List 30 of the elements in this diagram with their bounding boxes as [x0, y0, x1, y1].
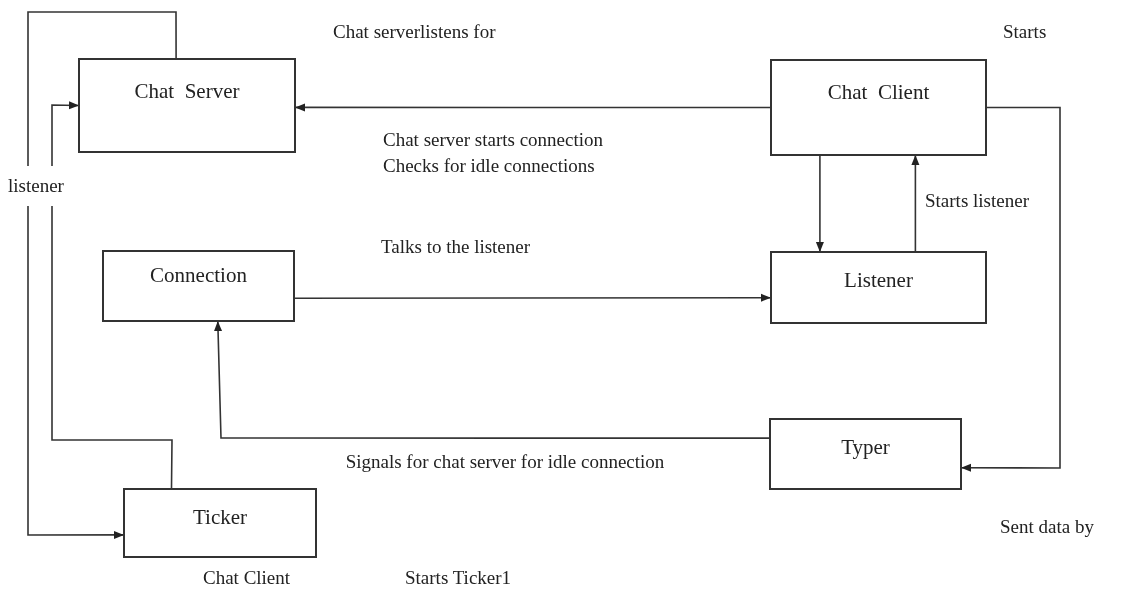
box-label: Typer [841, 434, 890, 461]
process-box [123, 488, 317, 558]
process-box [769, 418, 962, 490]
annotation-text: Sent data by [1000, 515, 1094, 539]
box-label: Chat Server [134, 78, 240, 105]
annotation-text: Chat Client [203, 566, 291, 590]
annotation-text: Starts [1003, 20, 1047, 44]
arrow [27, 11, 177, 539]
annotation-text: Talks to the listener [381, 235, 531, 259]
process-box [102, 250, 295, 322]
arrow [961, 106, 1061, 472]
box-label: Chat Client [827, 79, 930, 106]
process-box [770, 251, 987, 324]
box-label: Listener [844, 267, 913, 294]
annotation-text: Checks for idle connections [383, 154, 595, 178]
arrow [295, 103, 771, 112]
annotation-text: Chat serverlistens for [333, 20, 496, 44]
box-label: Ticker [192, 504, 248, 531]
annotation-text: listener [8, 166, 64, 206]
annotation-text: Signals for chat server for idle connection [344, 450, 666, 474]
arrow [51, 101, 173, 489]
process-box [78, 58, 296, 153]
box-label: Connection [150, 262, 247, 289]
arrow [294, 293, 771, 302]
arrow [815, 155, 824, 252]
annotation-text: Chat server starts connection [383, 128, 603, 152]
arrow [214, 321, 770, 439]
process-box [770, 59, 987, 156]
annotation-text: Starts Ticker1 [405, 566, 512, 590]
arrow [911, 155, 920, 252]
